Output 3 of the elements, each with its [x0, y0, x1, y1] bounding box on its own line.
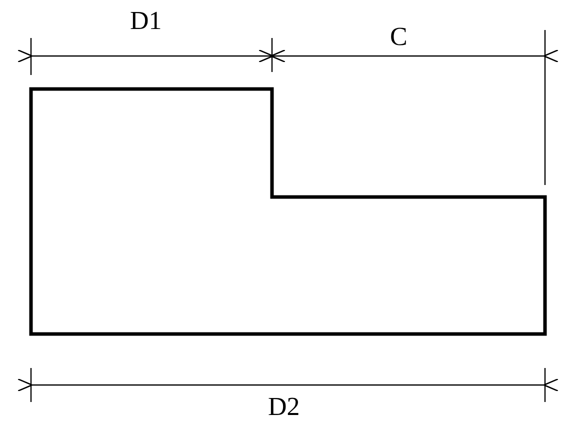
dimension-label: D2	[268, 394, 300, 420]
dimension-label: D1	[130, 8, 162, 34]
dimension-label: C	[390, 24, 408, 50]
